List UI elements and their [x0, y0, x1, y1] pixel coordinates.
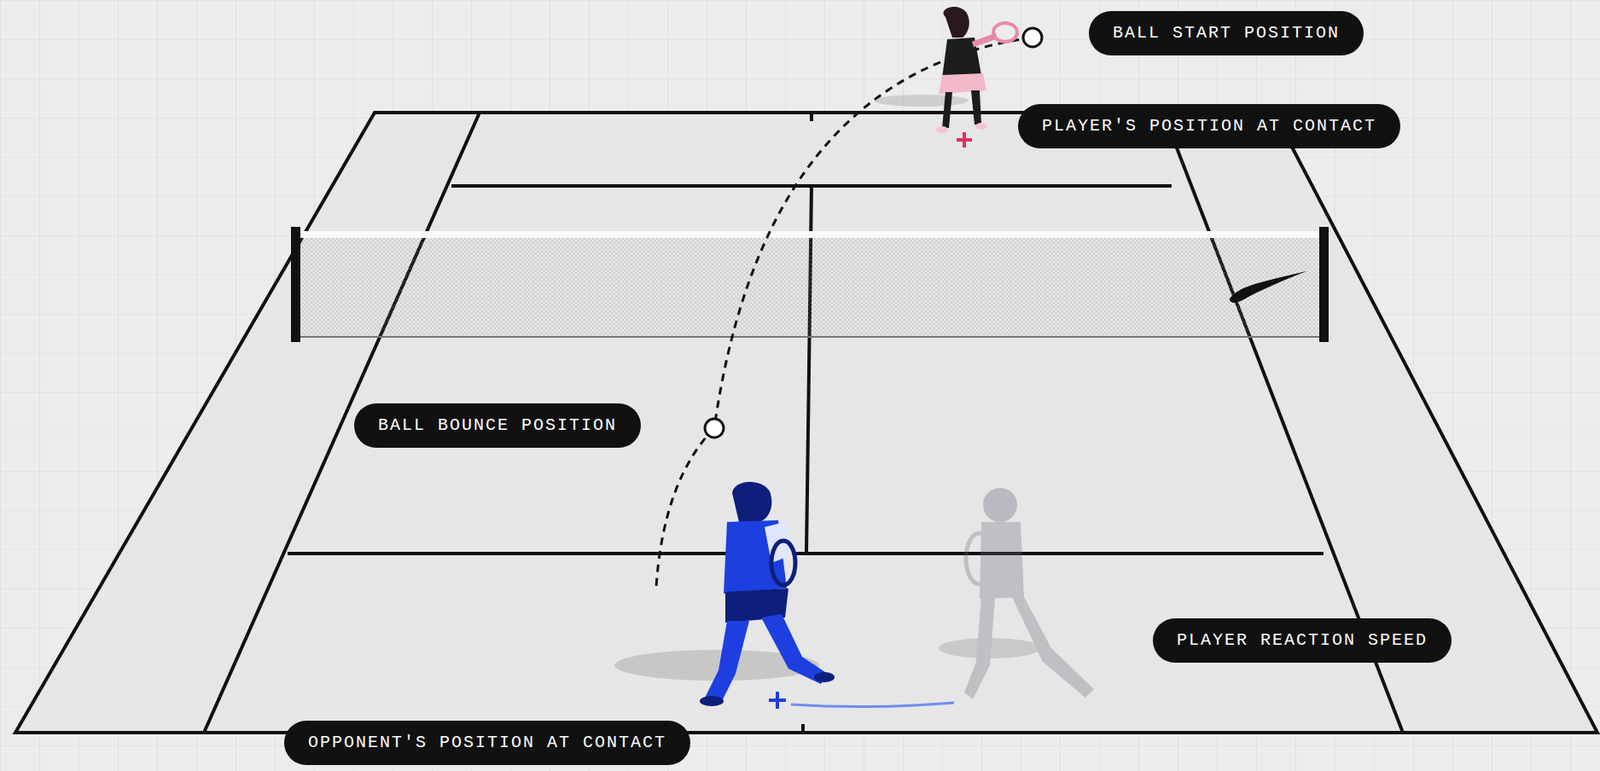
callout-text: PLAYER REACTION SPEED — [1176, 630, 1428, 652]
reaction-path — [791, 703, 955, 708]
opponent-figure — [614, 482, 835, 707]
callout-pill: BALL BOUNCE POSITION — [354, 403, 641, 448]
position-cross — [768, 692, 786, 710]
player-figure — [874, 6, 1018, 134]
callout-pill: PLAYER'S POSITION AT CONTACT — [1018, 104, 1401, 149]
callout-pill: OPPONENT'S POSITION AT CONTACT — [284, 721, 691, 766]
ball-marker — [1023, 28, 1042, 47]
ball-path — [656, 428, 715, 588]
ghost-player-figure — [938, 488, 1094, 700]
callout-text: BALL START POSITION — [1112, 23, 1340, 44]
callout-text: OPPONENT'S POSITION AT CONTACT — [308, 733, 667, 754]
callout-pill: PLAYER REACTION SPEED — [1152, 618, 1452, 664]
position-cross — [956, 132, 972, 148]
net — [290, 226, 1329, 343]
swoosh-logo — [1229, 271, 1307, 303]
callout-text: BALL BOUNCE POSITION — [378, 415, 617, 437]
court-lines — [15, 112, 1598, 734]
ball-path — [714, 37, 1033, 429]
callout-pill: BALL START POSITION — [1088, 11, 1364, 56]
callout-text: PLAYER'S POSITION AT CONTACT — [1041, 116, 1377, 137]
ball-marker — [704, 418, 724, 438]
